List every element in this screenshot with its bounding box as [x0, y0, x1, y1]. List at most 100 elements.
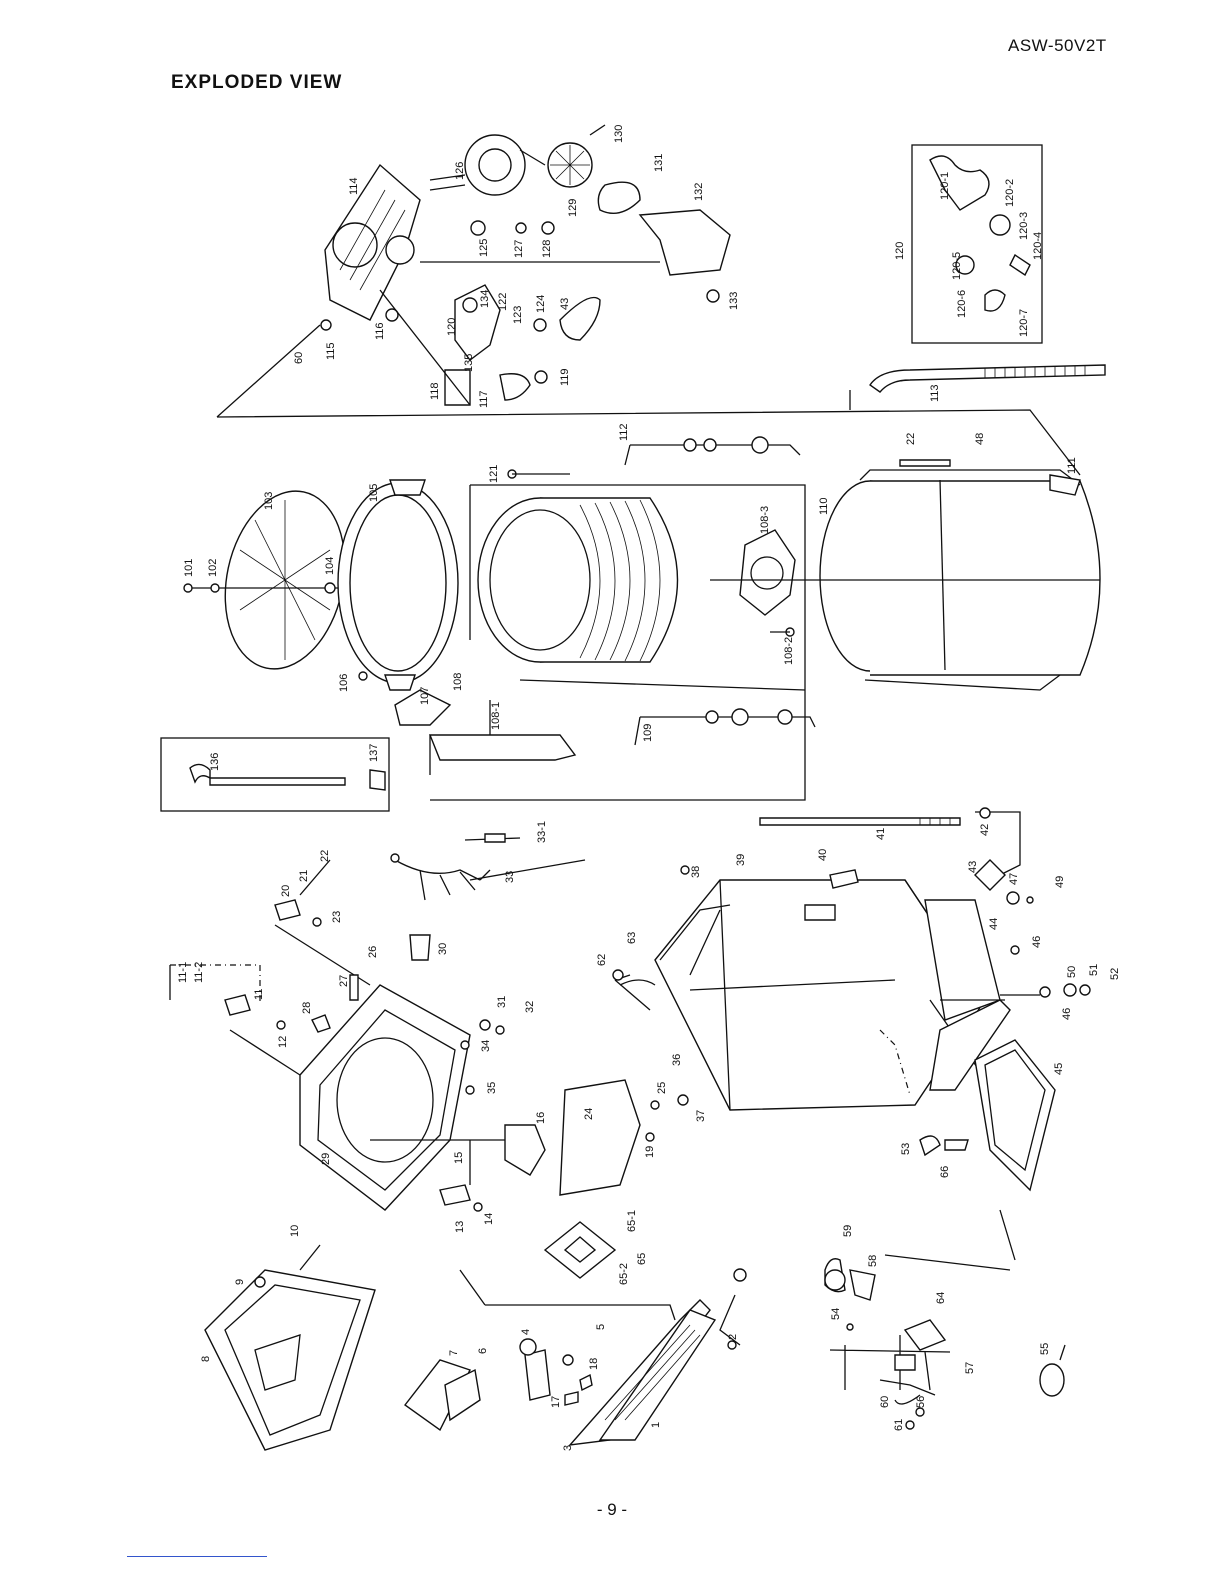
callout-37: 37 — [695, 1110, 707, 1122]
callout-65-1: 65-1 — [626, 1210, 638, 1232]
callout-38: 38 — [690, 866, 702, 878]
callout-4: 4 — [520, 1329, 532, 1335]
callout-52: 52 — [1109, 968, 1121, 980]
callout-131: 131 — [653, 154, 665, 172]
callout-27: 27 — [338, 975, 350, 987]
callout-42: 42 — [979, 824, 991, 836]
callout-124: 124 — [535, 295, 547, 313]
callout-12: 12 — [277, 1036, 289, 1048]
callout-43: 43 — [967, 861, 979, 873]
callout-108-1: 108-1 — [490, 702, 502, 730]
callout-33-1: 33-1 — [536, 821, 548, 843]
callout-122: 122 — [497, 293, 509, 311]
callout-104: 104 — [324, 557, 336, 575]
callout-102: 102 — [207, 559, 219, 577]
inlet-hose-box — [160, 737, 390, 812]
callout-43b: 43 — [559, 298, 571, 310]
base-cover — [974, 1039, 1056, 1192]
callout-23: 23 — [331, 911, 343, 923]
callout-110: 110 — [818, 497, 830, 515]
callout-125: 125 — [478, 239, 490, 257]
callout-11-2: 11-2 — [193, 962, 205, 983]
callout-33: 33 — [504, 871, 516, 883]
page-title: EXPLODED VIEW — [171, 72, 343, 93]
callout-126: 126 — [454, 162, 466, 180]
callout-119: 119 — [559, 368, 571, 386]
clutch-parts — [320, 220, 720, 406]
motor-pulley — [547, 124, 606, 188]
callout-58: 58 — [867, 1255, 879, 1267]
callout-64: 64 — [935, 1292, 947, 1304]
callout-137: 137 — [368, 744, 380, 762]
callout-107: 107 — [419, 687, 431, 705]
top-cover-frame — [299, 984, 471, 1211]
pressure-switch — [370, 1124, 546, 1185]
callout-123: 123 — [512, 306, 524, 324]
callout-41: 41 — [875, 828, 887, 840]
callout-28: 28 — [301, 1002, 313, 1014]
callout-30: 30 — [437, 943, 449, 955]
callout-10: 10 — [289, 1225, 301, 1237]
callout-19: 19 — [644, 1146, 656, 1158]
callout-11-1: 11-1 — [177, 962, 189, 983]
callout-116: 116 — [374, 322, 386, 340]
callout-59: 59 — [842, 1225, 854, 1237]
callout-45: 45 — [1053, 1063, 1065, 1075]
callout-120-7: 120-7 — [1018, 309, 1030, 337]
callout-106: 106 — [338, 674, 350, 692]
callout-112: 112 — [618, 423, 630, 441]
callout-39: 39 — [735, 854, 747, 866]
callout-46: 46 — [1031, 936, 1043, 948]
callout-65-2: 65-2 — [618, 1263, 630, 1285]
callout-113: 113 — [929, 384, 941, 402]
callout-53: 53 — [900, 1143, 912, 1155]
callout-8: 8 — [200, 1356, 212, 1362]
callout-36: 36 — [671, 1054, 683, 1066]
callout-7: 7 — [448, 1350, 460, 1356]
callout-105: 105 — [368, 484, 380, 502]
callout-136: 136 — [209, 753, 221, 771]
callout-61: 61 — [893, 1419, 905, 1431]
callout-108-3: 108-3 — [759, 506, 771, 534]
callout-50: 50 — [1066, 966, 1078, 978]
callout-54: 54 — [830, 1308, 842, 1320]
callout-120: 120 — [894, 242, 906, 260]
callout-2: 2 — [727, 1334, 739, 1340]
callout-16: 16 — [535, 1112, 547, 1124]
callout-118: 118 — [429, 382, 441, 400]
callout-134: 134 — [479, 290, 491, 308]
callout-115: 115 — [325, 342, 337, 360]
callout-51: 51 — [1088, 964, 1100, 976]
callout-63: 63 — [626, 932, 638, 944]
callout-127: 127 — [513, 240, 525, 258]
motor — [429, 134, 546, 196]
callout-132: 132 — [693, 183, 705, 201]
callout-103: 103 — [263, 492, 275, 510]
drain-hose — [869, 364, 1106, 393]
footer-rule — [127, 1556, 267, 1557]
callout-120-6: 120-6 — [956, 290, 968, 318]
callout-6: 6 — [477, 1348, 489, 1354]
basket-bracket — [394, 689, 577, 761]
callout-44: 44 — [988, 918, 1000, 930]
callout-46b: 46 — [1061, 1008, 1073, 1020]
callout-34: 34 — [480, 1040, 492, 1052]
gearbox-assembly — [324, 163, 421, 321]
callout-120-5: 120-5 — [951, 252, 963, 280]
callout-57: 57 — [964, 1362, 976, 1374]
callout-65: 65 — [636, 1253, 648, 1265]
callout-133: 133 — [728, 292, 740, 310]
callout-60b: 60 — [293, 352, 305, 364]
callout-111: 111 — [1066, 457, 1078, 474]
callout-101: 101 — [183, 559, 195, 577]
callout-22: 22 — [319, 850, 331, 862]
callout-56: 56 — [915, 1396, 927, 1408]
drive-belt — [597, 181, 641, 214]
callout-120-3: 120-3 — [1018, 212, 1030, 240]
page-number: - 9 - — [596, 1500, 628, 1519]
callout-14: 14 — [483, 1213, 495, 1225]
callout-135: 135 — [463, 354, 475, 372]
balancer-ring — [337, 482, 459, 684]
callout-17: 17 — [550, 1396, 562, 1408]
callout-26: 26 — [367, 946, 379, 958]
